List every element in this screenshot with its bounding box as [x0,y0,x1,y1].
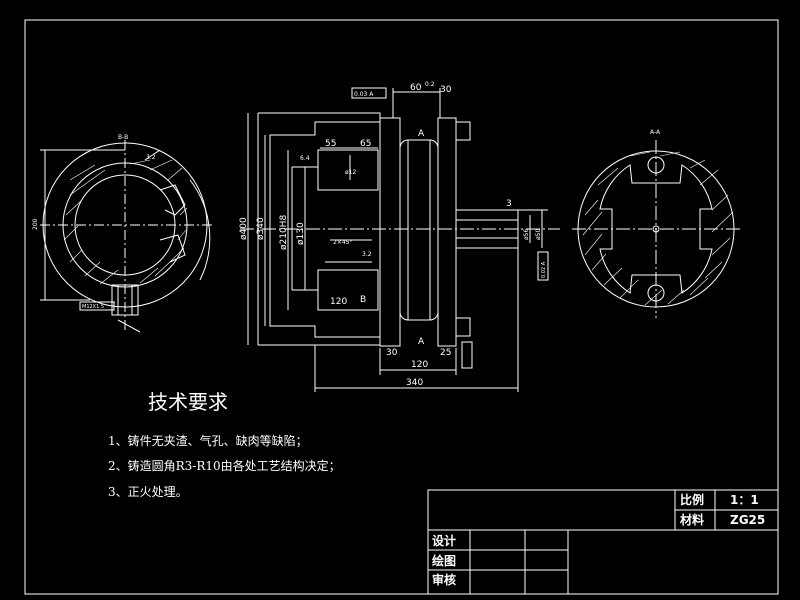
section-b-view [40,140,215,333]
main-dim-b-label: B [360,295,366,305]
section-b-roughness-dim: 3.2 [146,154,156,161]
material-value: ZG25 [730,513,765,527]
main-view [240,87,560,392]
main-dim-340: 340 [406,378,423,388]
main-dim-3: 3 [506,199,512,209]
main-dim-phi56: ø56 [523,229,530,240]
drawing-label: 绘图 [432,553,456,568]
main-dim-25: 25 [440,348,451,358]
requirements-title: 技术要求 [148,390,228,414]
material-label: 材料 [679,512,704,527]
section-b-title: B-B [118,134,128,141]
main-dim-a-bot: A [418,337,425,347]
main-dim-120: 120 [411,360,428,370]
main-dim-phi130: ø130 [296,222,306,245]
main-dim-top-tol: 0.2 [425,81,435,88]
drawing-frame [24,19,779,595]
main-dim-a-top: A [418,129,425,139]
main-dim-65: 65 [360,139,371,149]
main-dim-phi340: ø340 [256,217,266,240]
design-label: 设计 [432,533,456,548]
main-dim-55: 55 [325,139,336,149]
requirement-item-1: 1、铸件无夹渣、气孔、缺肉等缺陷； [108,433,308,448]
review-label: 审核 [432,572,456,587]
main-dim-64: 6.4 [300,155,310,162]
main-dim-chamfer: 2×45° [333,239,352,246]
section-a-title: A-A [650,129,661,136]
main-dim-phi12: ø12 [345,169,356,176]
main-dim-phi50: ø50 [535,229,542,240]
main-dim-top-30: 30 [440,85,452,95]
main-dim-30-bot: 30 [386,348,398,358]
main-dim-phi400: ø400 [239,217,249,240]
requirement-item-3: 3、正火处理。 [108,485,188,499]
title-block [427,489,779,595]
section-b-thread-dim: M12X1.5 [82,304,104,310]
scale-value: 1：1 [730,493,759,507]
requirement-item-2: 2、铸造圆角R3-R10由各处工艺结构决定； [108,458,341,473]
section-b-height-dim: 200 [32,218,39,230]
main-dim-top-60: 60 [410,83,422,93]
main-tol-box-top: 0.03 A [354,91,374,98]
scale-label: 比例 [680,492,704,507]
main-dim-120-b: 120 [330,297,347,307]
section-a-view [572,140,740,318]
main-side-tol-box: 0.02 A [541,261,547,278]
main-dim-32: 3.2 [362,251,372,258]
main-dim-phi210: ø210H8 [279,215,289,250]
